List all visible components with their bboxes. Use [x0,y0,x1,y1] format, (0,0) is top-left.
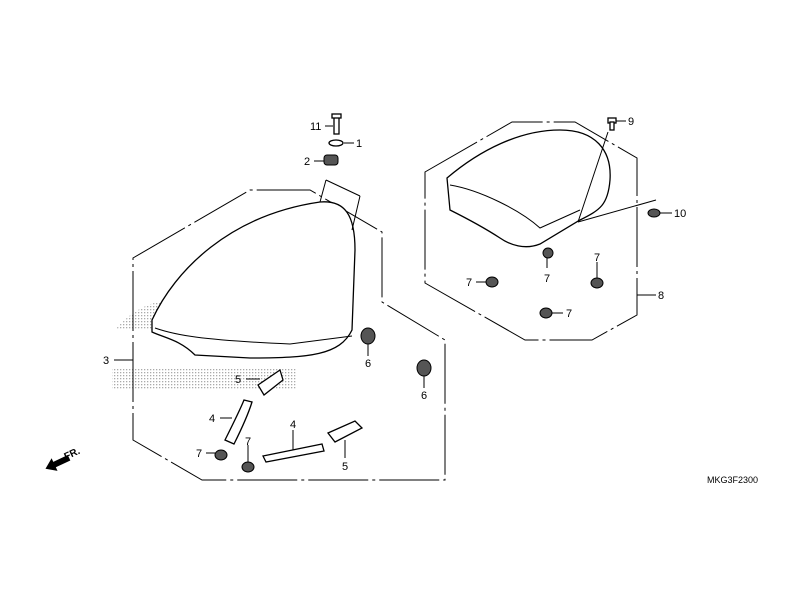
callout-6: 6 [421,390,427,402]
cushion-6b[interactable] [416,359,432,377]
callout-10: 10 [674,208,686,220]
callout-7: 7 [245,436,251,448]
callout-9: 9 [628,116,634,128]
front-direction-label: FR. [63,446,82,463]
rubber-2[interactable] [323,154,339,166]
callout-7: 7 [594,252,600,264]
callout-5: 5 [342,461,348,473]
front-seat-group-boundary [132,189,446,481]
grommet-7d[interactable] [590,277,604,289]
callout-3: 3 [103,355,109,367]
grommet-7a[interactable] [214,449,228,461]
callout-5: 5 [235,374,241,386]
callout-7: 7 [196,448,202,460]
grommet-7c[interactable] [542,247,554,259]
nut-10[interactable] [647,208,661,218]
callout-4: 4 [209,413,215,425]
cushion-6a[interactable] [360,327,376,345]
leader-lines [114,120,672,462]
grommet-7f[interactable] [539,307,553,319]
bracket-5b[interactable] [326,420,364,443]
rear-seat[interactable] [446,129,611,248]
callout-6: 6 [365,358,371,370]
collar-1[interactable] [328,139,344,147]
diagram-code: MKG3F2300 [707,475,758,485]
strip-4a[interactable] [224,399,253,445]
callout-7: 7 [544,273,550,285]
callout-7: 7 [566,308,572,320]
front-direction-arrow-icon [45,455,71,471]
callout-2: 2 [304,156,310,168]
callout-11: 11 [310,121,321,133]
callout-4: 4 [290,419,296,431]
front-seat[interactable] [151,201,356,359]
screw-9[interactable] [607,117,617,131]
bolt-11[interactable] [331,113,342,135]
callout-8: 8 [658,290,664,302]
rear-seat-group-boundary [424,121,638,341]
grommet-7b[interactable] [241,461,255,473]
callout-7: 7 [466,277,472,289]
callout-1: 1 [356,138,362,150]
strip-4b[interactable] [262,443,325,463]
grommet-7e[interactable] [485,276,499,288]
bracket-5a[interactable] [257,368,284,396]
